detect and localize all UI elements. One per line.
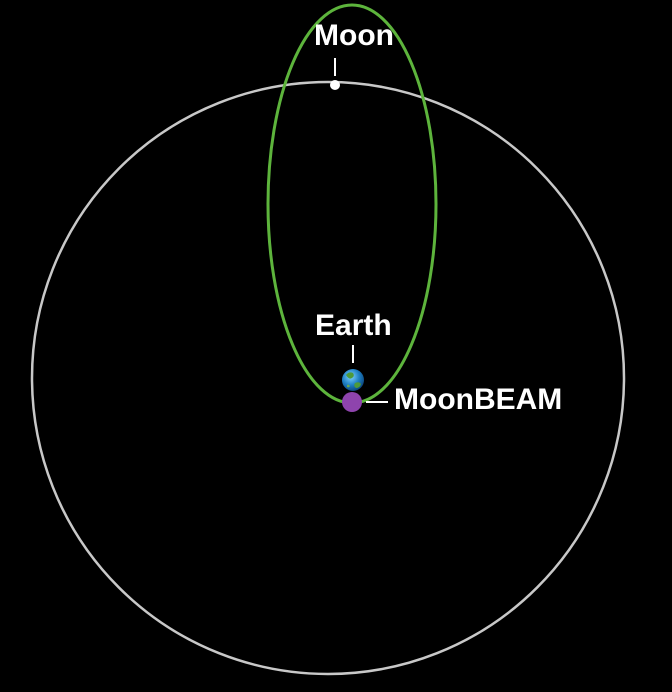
- moonbeam-label: MoonBEAM: [394, 383, 563, 416]
- moonbeam-body: [342, 392, 362, 412]
- moon-body: [330, 80, 340, 90]
- moon-label: Moon: [314, 19, 394, 52]
- earth-globe-icon: [342, 369, 364, 391]
- earth-label: Earth: [315, 309, 392, 342]
- moon-orbit: [30, 80, 626, 676]
- moonbeam-orbit: [266, 3, 438, 405]
